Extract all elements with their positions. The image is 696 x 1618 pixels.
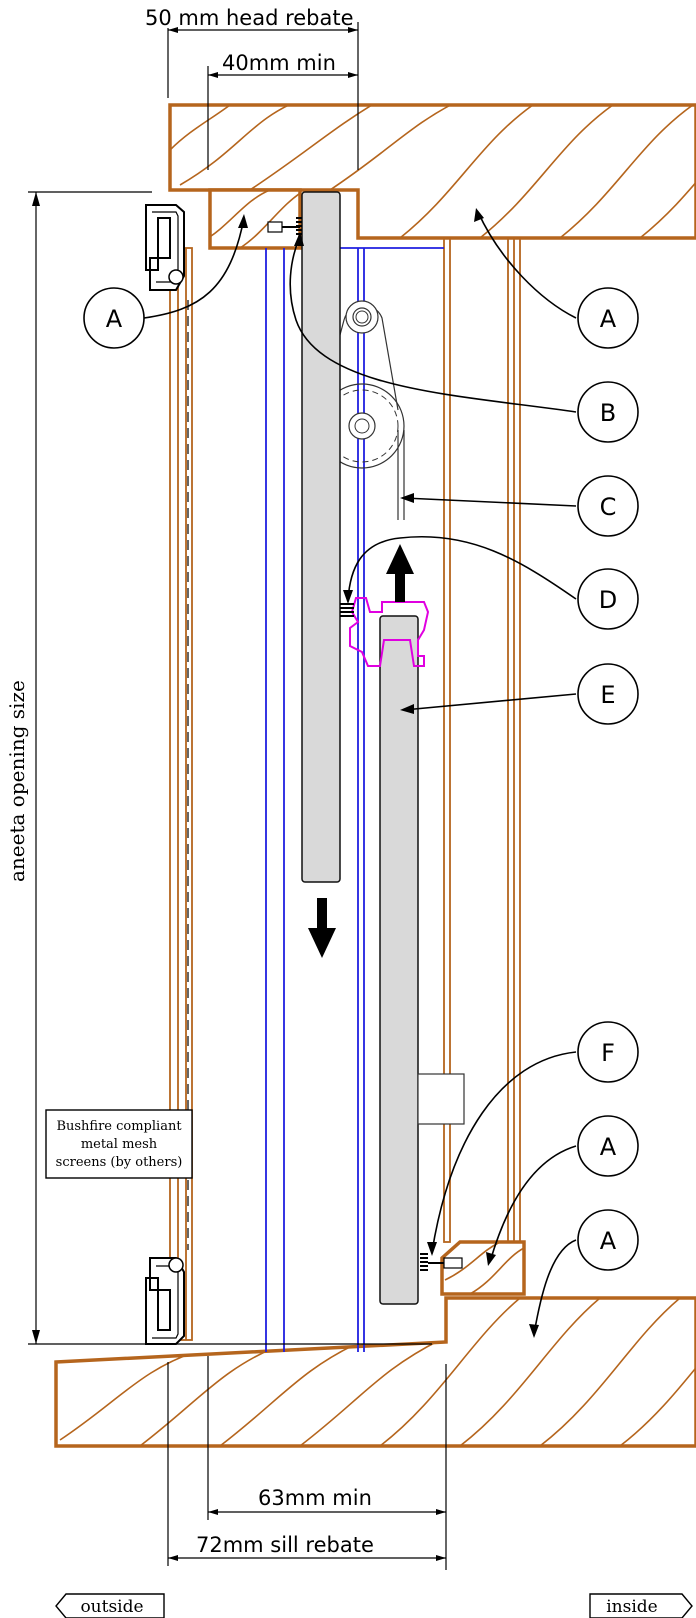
outside-tag: outside (55, 1593, 165, 1618)
mesh-note-line1: Bushfire compliant (56, 1119, 182, 1134)
head-bead (208, 188, 302, 250)
sash-up-arrow (386, 544, 414, 602)
brush-seal-bottom (420, 1253, 463, 1271)
callout-d-label: D (599, 586, 617, 614)
callout-c-label: C (600, 493, 617, 521)
screen-clip-bottom (145, 1257, 185, 1345)
interlock-seal (340, 597, 430, 667)
callout-leaders (143, 208, 577, 1338)
sill-min-dimension: 63mm min (258, 1486, 372, 1510)
head-rebate-dimension: 50 mm head rebate (145, 6, 354, 30)
callout-a-sill-bead: A (577, 1115, 639, 1177)
screen-clip-top (145, 204, 185, 291)
callout-b: B (577, 381, 639, 443)
callout-f: F (577, 1021, 639, 1083)
inside-label: inside (606, 1597, 658, 1617)
lower-sash (379, 615, 419, 1305)
mesh-note-line2: metal mesh (81, 1137, 158, 1152)
callout-a-label: A (106, 305, 123, 333)
callout-b-label: B (600, 399, 616, 427)
callout-e-label: E (600, 681, 615, 709)
callout-a-sill-timber: A (577, 1209, 639, 1271)
callout-a-head-timber: A (577, 287, 639, 349)
callout-f-label: F (601, 1039, 615, 1067)
callout-d: D (577, 568, 639, 630)
sill-dimensions (167, 1356, 447, 1570)
window-frame (169, 237, 521, 1341)
sash-lock (417, 1073, 465, 1125)
callout-a-label: A (600, 305, 617, 333)
opening-dimension (28, 191, 432, 1345)
sash-down-arrow (308, 898, 336, 958)
callout-c: C (577, 475, 639, 537)
sill-rebate-dimension: 72mm sill rebate (196, 1533, 374, 1557)
upper-sash (301, 191, 341, 883)
callout-a-label: A (600, 1133, 617, 1161)
mesh-note: Bushfire compliant metal mesh screens (b… (45, 1109, 193, 1179)
mesh-note-line3: screens (by others) (56, 1155, 183, 1170)
head-min-dimension: 40mm min (222, 51, 336, 75)
head-timber (168, 103, 696, 240)
inside-tag: inside (589, 1593, 693, 1618)
brush-seal-top (267, 217, 302, 235)
callout-a-head-bead: A (83, 287, 145, 349)
callout-e: E (577, 663, 639, 725)
outside-label: outside (80, 1597, 143, 1617)
head-dimensions (167, 22, 359, 170)
callout-a-label: A (600, 1227, 617, 1255)
sill-bead (440, 1240, 526, 1296)
sill-timber (54, 1296, 696, 1448)
opening-size-label: aneeta opening size (5, 680, 29, 882)
